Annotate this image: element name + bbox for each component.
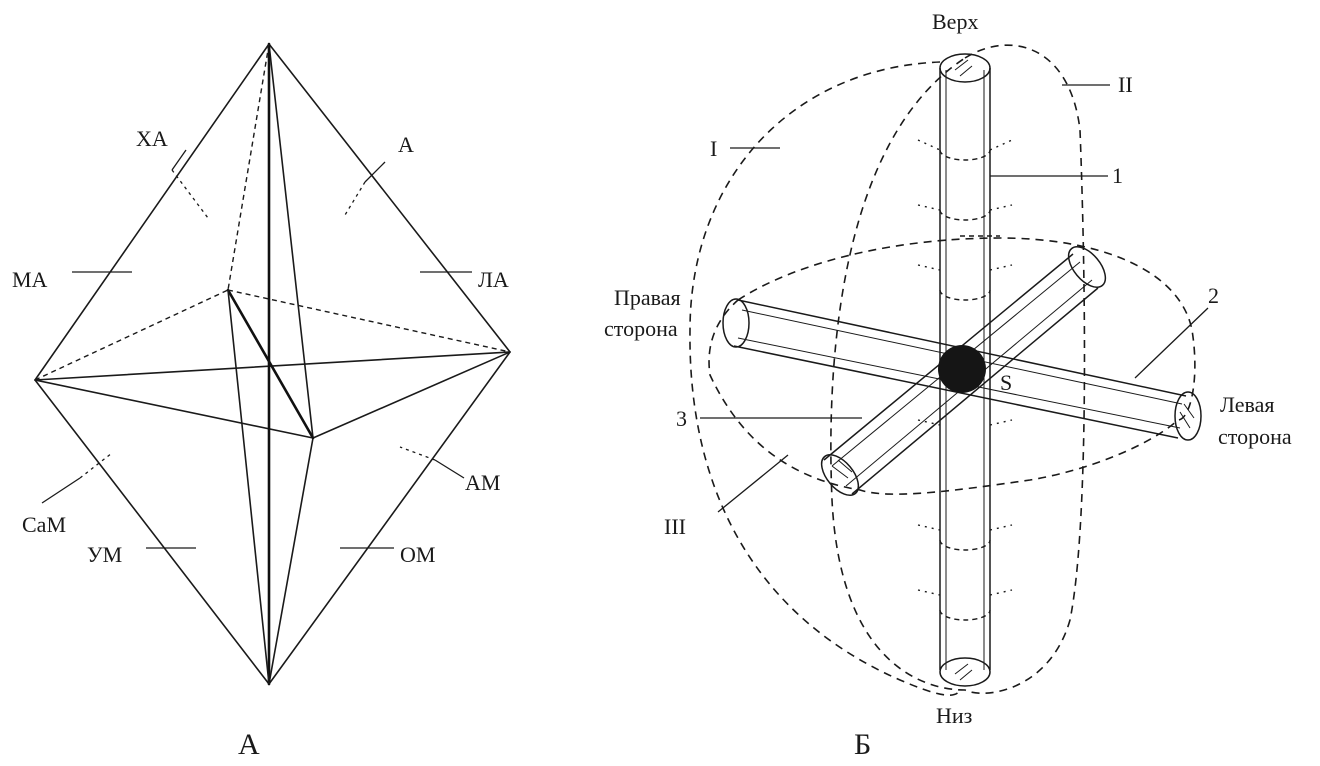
- horizontal-rod-cap-hatch: [1179, 403, 1195, 429]
- label-r3: III: [664, 514, 686, 539]
- label-la: ЛА: [478, 267, 509, 292]
- depth-rod-near-hatch: [831, 459, 853, 479]
- label-top: Верх: [932, 9, 978, 34]
- leader-a-dotted: [344, 181, 366, 216]
- label-xa: ХА: [136, 126, 168, 151]
- label-n1: 1: [1112, 163, 1123, 188]
- caption-a: А: [238, 728, 260, 761]
- depth-axis: [226, 288, 315, 440]
- caption-b: Б: [854, 728, 871, 761]
- front-left-edge: [34, 379, 314, 439]
- depth-rod-near-cap: [820, 454, 860, 496]
- horizontal-rod-left-cap: [1174, 391, 1202, 441]
- leader-a: [364, 161, 386, 183]
- contour-iii: [708, 237, 1196, 495]
- label-left-side-line1: Левая: [1220, 392, 1275, 417]
- leader-am-dotted: [399, 446, 436, 461]
- label-r1: I: [710, 136, 717, 161]
- label-cam: СаМ: [22, 512, 66, 537]
- vertical-rod-bottom-cap: [939, 657, 991, 687]
- label-om: ОМ: [400, 542, 435, 567]
- vertical-rod-top-cap: [939, 53, 991, 83]
- label-bottom: Низ: [936, 703, 972, 728]
- contour-ii: [830, 44, 1086, 695]
- back-upper-edge: [227, 43, 270, 291]
- leader-am: [434, 459, 465, 479]
- label-a: А: [398, 132, 414, 157]
- label-center: S: [1000, 370, 1012, 395]
- octahedron-figure: ХА А МА ЛА СаМ АМ УМ ОМ А: [12, 42, 512, 761]
- label-n3: 3: [676, 406, 687, 431]
- lower-front-edge: [268, 437, 314, 685]
- contour-i: [689, 61, 961, 696]
- leader-cam: [41, 477, 81, 504]
- label-right-side-line2: сторона: [604, 316, 678, 341]
- depth-rod-far-cap: [1067, 246, 1107, 288]
- front-right-edge: [312, 351, 511, 439]
- axes-figure: Верх Низ Правая сторона Левая сторона S …: [604, 9, 1292, 761]
- leader-xa-dotted: [171, 169, 209, 219]
- label-am: АМ: [465, 470, 500, 495]
- label-left-side-line2: сторона: [1218, 424, 1292, 449]
- label-ma: МА: [12, 267, 48, 292]
- vertical-rod-bottom-hatch: [954, 663, 973, 681]
- label-right-side-line1: Правая: [614, 285, 681, 310]
- center-point: [938, 345, 986, 393]
- leader-r3: [717, 454, 789, 513]
- label-um: УМ: [87, 542, 122, 567]
- leader-xa: [171, 149, 187, 171]
- leader-n2: [1134, 307, 1209, 379]
- vertical-rod-sections: [939, 149, 991, 621]
- label-r2: II: [1118, 72, 1133, 97]
- horizontal-rod-right-cap: [722, 298, 750, 348]
- back-left-edge: [34, 289, 229, 381]
- octahedron-outline: [34, 42, 512, 686]
- back-lower-edge: [227, 289, 270, 685]
- depth-rod-bottom-edge: [851, 287, 1099, 495]
- vertical-rod-top-hatch: [954, 59, 973, 77]
- upper-front-edge: [268, 43, 314, 439]
- label-n2: 2: [1208, 283, 1219, 308]
- back-right-edge: [227, 289, 511, 353]
